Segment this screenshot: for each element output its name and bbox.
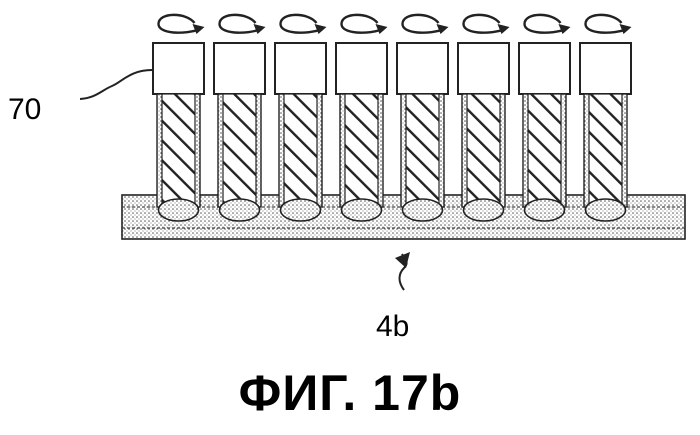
tool-4 (336, 15, 388, 221)
tool-shaft (284, 94, 317, 203)
rotation-arrowhead-icon (559, 24, 571, 34)
rotation-arrow-icon (220, 15, 262, 33)
tool-head (214, 43, 265, 94)
tool-head (458, 43, 509, 94)
tool-head (397, 43, 448, 94)
rotation-arrow-icon (586, 15, 628, 33)
tool-shaft (528, 94, 561, 203)
tool-shaft (345, 94, 378, 203)
tool-1 (153, 15, 205, 221)
rotation-arrow-icon (281, 15, 323, 33)
tool-shaft (467, 94, 500, 203)
tool-shaft (589, 94, 622, 203)
figure-caption: ФИГ. 17b (0, 368, 700, 418)
tool-shaft (223, 94, 256, 203)
rotation-arrowhead-icon (376, 24, 388, 34)
element-label-70: 70 (8, 93, 41, 126)
tool-7 (519, 15, 571, 221)
rotation-arrow-icon (342, 15, 384, 33)
rotation-arrowhead-icon (620, 24, 632, 34)
tool-tip (342, 199, 382, 221)
rotation-arrowhead-icon (193, 24, 205, 34)
tool-array (153, 15, 632, 221)
label-70-leader-line (80, 70, 152, 99)
rotation-arrowhead-icon (437, 24, 449, 34)
tool-tip (586, 199, 626, 221)
rotation-arrowhead-icon (254, 24, 266, 34)
tool-6 (458, 15, 510, 221)
tool-head (580, 43, 631, 94)
tool-2 (214, 15, 266, 221)
tool-shaft (162, 94, 195, 203)
rotation-arrow-icon (403, 15, 445, 33)
tool-head (519, 43, 570, 94)
substrate-label-4b: 4b (376, 310, 409, 343)
tool-8 (580, 15, 632, 221)
rotation-arrow-icon (464, 15, 506, 33)
rotation-arrowhead-icon (498, 24, 510, 34)
tool-tip (403, 199, 443, 221)
tool-tip (464, 199, 504, 221)
tool-3 (275, 15, 327, 221)
rotation-arrowhead-icon (315, 24, 327, 34)
tool-tip (159, 199, 199, 221)
rotation-arrow-icon (159, 15, 201, 33)
tool-head (275, 43, 326, 94)
tool-tip (281, 199, 321, 221)
rotation-arrow-icon (525, 15, 567, 33)
tool-5 (397, 15, 449, 221)
tool-tip (525, 199, 565, 221)
tool-shaft (406, 94, 439, 203)
tool-tip (220, 199, 260, 221)
tool-head (153, 43, 204, 94)
tool-head (336, 43, 387, 94)
